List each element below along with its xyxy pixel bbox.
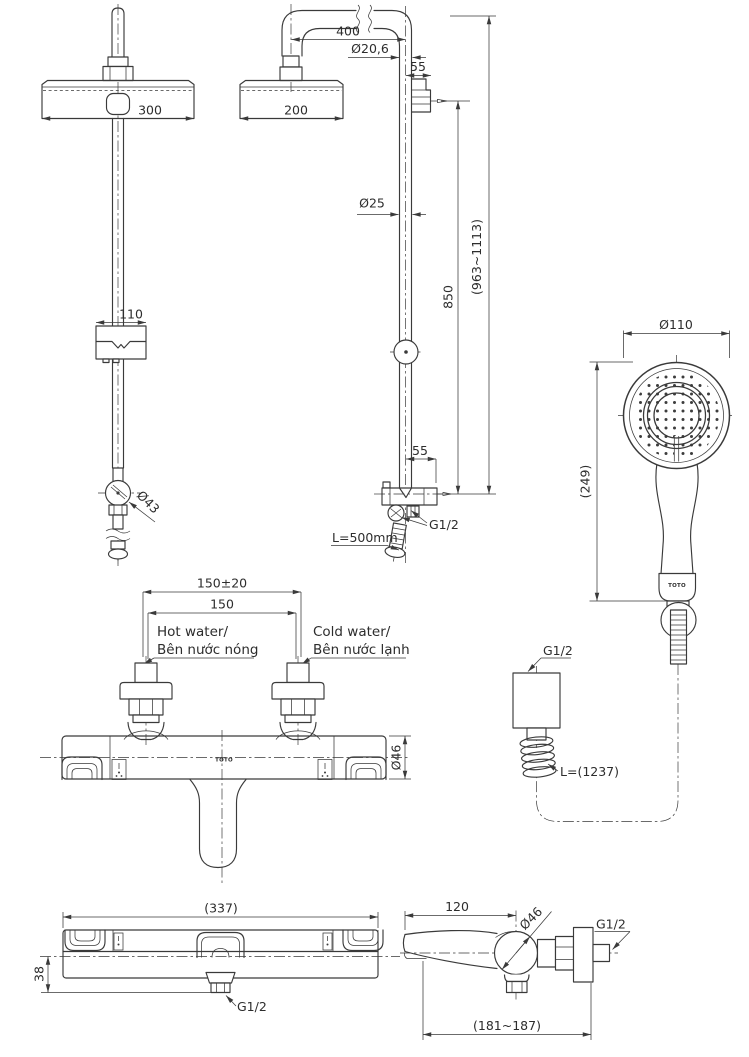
cold-water-label-en: Cold water/ [313,624,391,640]
mixer-top-view: (337) 38 G1/2 [32,901,400,1014]
mixer-valve-body [493,926,611,994]
dim-outlet-thread: G1/2 [429,517,459,532]
mixer-side-view: 120 Ø46 G1/2 (1 [400,899,631,1040]
mixer-body-top [40,929,400,994]
hand-shower-head [618,355,735,472]
hand-shower-handle: TOTO [655,462,699,665]
mixer-logo: TOTO [215,758,233,764]
dim-long-hose-length: L=(1237) [560,764,619,779]
hand-shower-view: Ø110 TOTO (249) [512,317,735,822]
slider-block: 110 [95,307,147,364]
dim-spout-length: 120 [445,899,469,914]
dim-slider-height: 110 [119,307,143,322]
bottom-wall-bracket [374,481,452,522]
diverter-knob: Ø43 [98,467,163,523]
column-short-hose [384,522,407,562]
hand-shower-logo: TOTO [668,583,686,589]
column-front-outlet-fittings [105,504,131,564]
dim-arm-reach: 400 [336,24,360,39]
hot-water-label-en: Hot water/ [157,624,228,640]
shower-column-front-view: 300 110 Ø43 [41,4,195,566]
dim-wall-depth-range: (181~187) [473,1018,541,1033]
dim-head-width-side: 200 [284,103,308,118]
dim-pipe-dia: Ø25 [359,196,385,211]
dim-top-bracket-offset: 55 [410,59,426,74]
wall-outlet-block [512,666,561,778]
dim-handshower-length: (249) [578,465,593,499]
hand-shower-hose [536,664,679,822]
mixer-body-front: TOTO [40,730,408,884]
dim-arm-pipe-dia: Ø20,6 [351,41,389,56]
dim-overall-width: (337) [204,901,238,916]
dim-inlet-span-tolerance: 150±20 [197,576,247,591]
mixer-spout-front [189,778,247,869]
overhead-shower-head-front: 300 [41,79,195,121]
dim-total-height: (963~1113) [469,219,484,295]
cold-water-label-vi: Bên nước lạnh [313,642,410,658]
dim-handshower-head-dia: Ø110 [659,317,693,332]
dim-inlet-span: 150 [210,597,234,612]
dim-mixer-body-dia: Ø46 [389,745,404,771]
mixer-front-view: 150±20 150 Hot water/ Bên nước nóng Cold… [40,576,411,884]
dim-depth-38: 38 [32,966,47,982]
hot-inlet-connector [119,656,173,746]
dim-top-outlet-thread: G1/2 [237,999,267,1014]
shower-column-side-view: 400 Ø20,6 200 55 Ø25 [239,4,496,564]
dim-hose-length: L=500mm [332,530,398,545]
dim-pipe-length: 850 [441,285,456,309]
dim-head-width-front: 300 [138,103,162,118]
overhead-shower-head-side: 200 [239,79,344,121]
mixer-spout-side [402,929,498,970]
top-wall-bracket [411,78,448,113]
cold-inlet-connector [271,656,325,746]
dim-valve-body-dia: Ø46 [516,904,545,933]
dim-knob-dia: Ø43 [134,488,163,517]
dim-bottom-bracket-offset: 55 [412,443,428,458]
hot-water-label-vi: Bên nước nóng [157,642,258,658]
shower-arm [281,4,413,57]
dim-side-wall-thread: G1/2 [596,917,626,932]
dim-wall-thread: G1/2 [543,643,573,658]
